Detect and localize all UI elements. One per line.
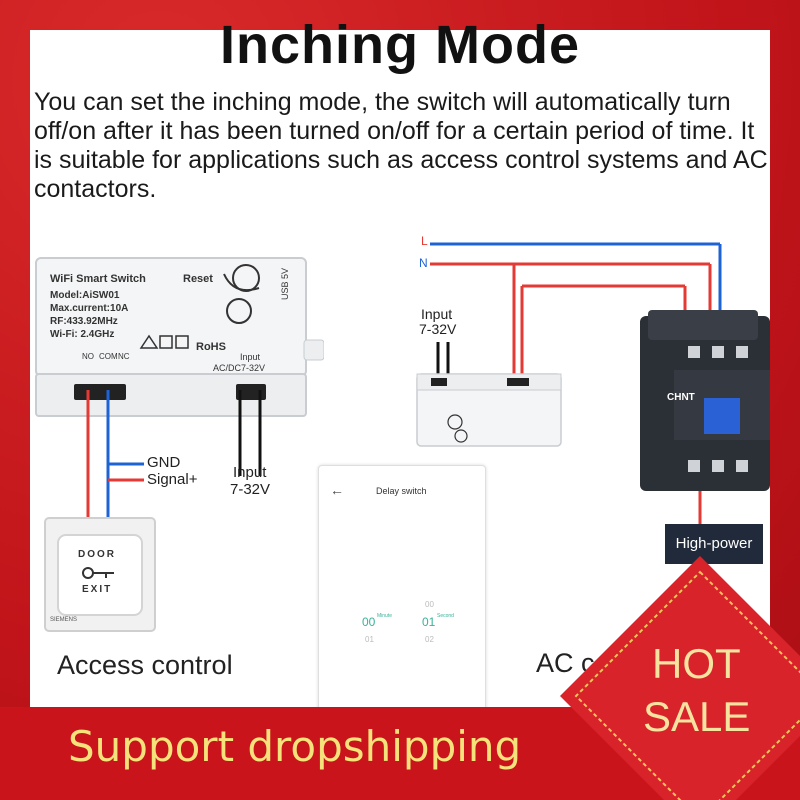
- hot-sale-badge: [560, 556, 800, 800]
- smart-switch-device-right: [416, 373, 562, 447]
- device-input-label: Input: [240, 352, 261, 362]
- device-rf: RF:433.92MHz: [50, 316, 118, 327]
- page-title: Inching Mode: [220, 15, 580, 75]
- line-label: L: [421, 234, 428, 248]
- usb-label: USB 5V: [280, 267, 290, 300]
- terminal-no: NO: [82, 352, 94, 361]
- ac-contactor: [640, 310, 770, 491]
- contactor-brand: CHNT: [667, 392, 695, 403]
- access-control-caption: Access control: [57, 650, 233, 680]
- description-text: You can set the inching mode, the switch…: [34, 88, 768, 203]
- device-brand: WiFi Smart Switch: [50, 273, 146, 285]
- high-power-label: High-power: [665, 524, 763, 564]
- left-input-label: Input: [233, 464, 267, 481]
- door-exit-button: [44, 517, 156, 632]
- device-wifi: Wi-Fi: 2.4GHz: [50, 329, 115, 340]
- badge-sale: SALE: [643, 693, 751, 740]
- device-current: Max.current:10A: [50, 303, 129, 314]
- minute-unit: Minute: [377, 613, 393, 619]
- terminal-nc: NC: [118, 352, 130, 361]
- phone-below-right: 02: [425, 635, 434, 644]
- right-input-label: Input: [421, 306, 453, 322]
- phone-app-screen: [318, 465, 486, 712]
- gnd-label: GND: [147, 454, 181, 471]
- left-input-range: 7-32V: [230, 481, 271, 498]
- left-wiring: [86, 390, 262, 518]
- signal-label: Signal+: [147, 471, 198, 488]
- minute-value[interactable]: 00: [362, 615, 376, 629]
- dropshipping-text: Support dropshipping: [68, 722, 522, 771]
- door-maker: SIEMENS: [50, 617, 78, 623]
- phone-above-value: 00: [425, 600, 434, 609]
- phone-header: Delay switch: [376, 486, 427, 496]
- badge-hot: HOT: [652, 640, 741, 687]
- rohs-label: RoHS: [196, 341, 226, 353]
- terminal-com: COM: [99, 352, 118, 361]
- exit-label: EXIT: [82, 584, 113, 595]
- device-input-range: AC/DC7-32V: [213, 363, 266, 373]
- second-value[interactable]: 01: [422, 615, 436, 629]
- device-model: Model:AiSW01: [50, 290, 120, 301]
- reset-label: Reset: [183, 273, 213, 285]
- right-input-range: 7-32V: [419, 321, 457, 337]
- neutral-label: N: [419, 256, 428, 270]
- smart-switch-device-left: [35, 257, 324, 417]
- back-arrow-icon[interactable]: ←: [330, 482, 344, 498]
- second-unit: Second: [437, 613, 454, 619]
- phone-below-left: 01: [365, 635, 374, 644]
- door-label: DOOR: [78, 549, 116, 560]
